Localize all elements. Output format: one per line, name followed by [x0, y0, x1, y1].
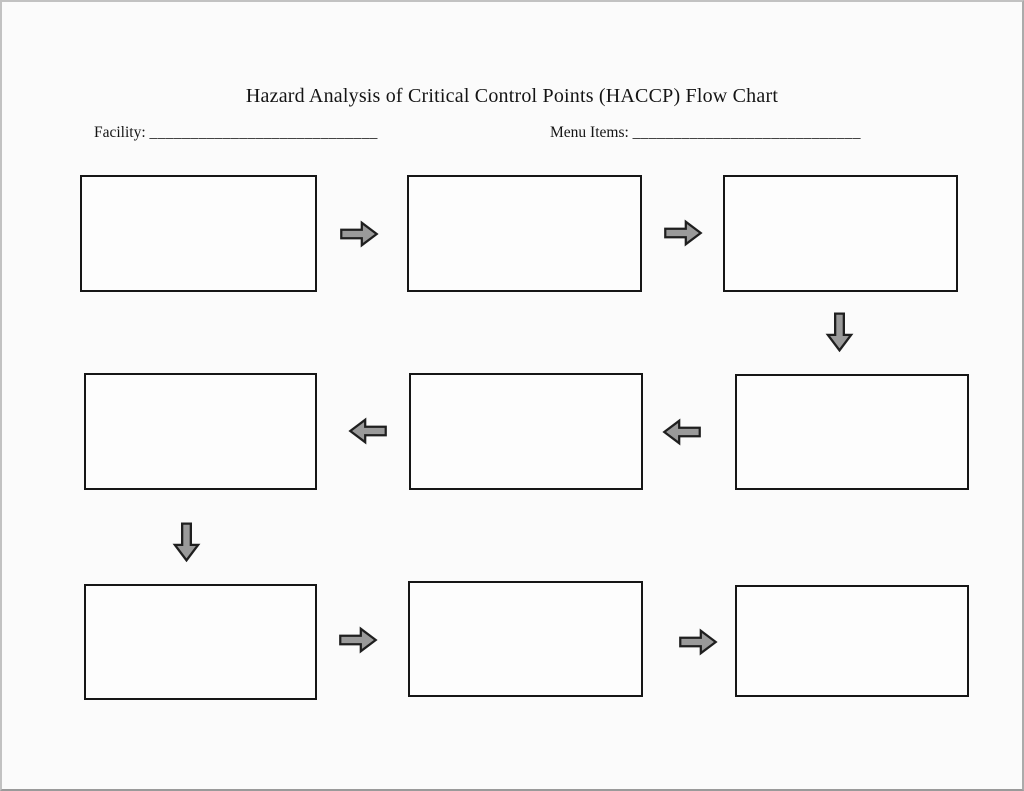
facility-blank-line: ____________________________: [149, 124, 378, 141]
menu-items-field: Menu Items: ____________________________: [550, 124, 861, 142]
facility-label: Facility:: [94, 124, 146, 141]
arrow-left-icon-4-5: [661, 418, 703, 446]
flow-step-box-4: [735, 374, 969, 490]
arrow-right-icon-7-8: [337, 626, 379, 654]
flow-step-box-9: [735, 585, 969, 697]
arrow-right-icon-1-2: [338, 220, 380, 248]
facility-field: Facility: ____________________________: [94, 124, 378, 142]
flow-step-box-3: [723, 175, 958, 292]
arrow-right-icon-8-9: [677, 628, 719, 656]
page-title: Hazard Analysis of Critical Control Poin…: [245, 85, 779, 107]
arrow-right-icon-2-3: [662, 219, 704, 247]
menu-items-blank-line: ____________________________: [632, 124, 861, 141]
flow-step-box-5: [409, 373, 643, 490]
flow-step-box-6: [84, 373, 317, 490]
arrow-down-icon-3-4: [825, 311, 854, 353]
flow-step-box-1: [80, 175, 317, 292]
flow-step-box-2: [407, 175, 642, 292]
menu-items-label: Menu Items:: [550, 124, 629, 141]
arrow-down-icon-6-7: [172, 521, 201, 563]
flow-step-box-7: [84, 584, 317, 700]
flow-step-box-8: [408, 581, 643, 697]
arrow-left-icon-5-6: [347, 417, 389, 445]
